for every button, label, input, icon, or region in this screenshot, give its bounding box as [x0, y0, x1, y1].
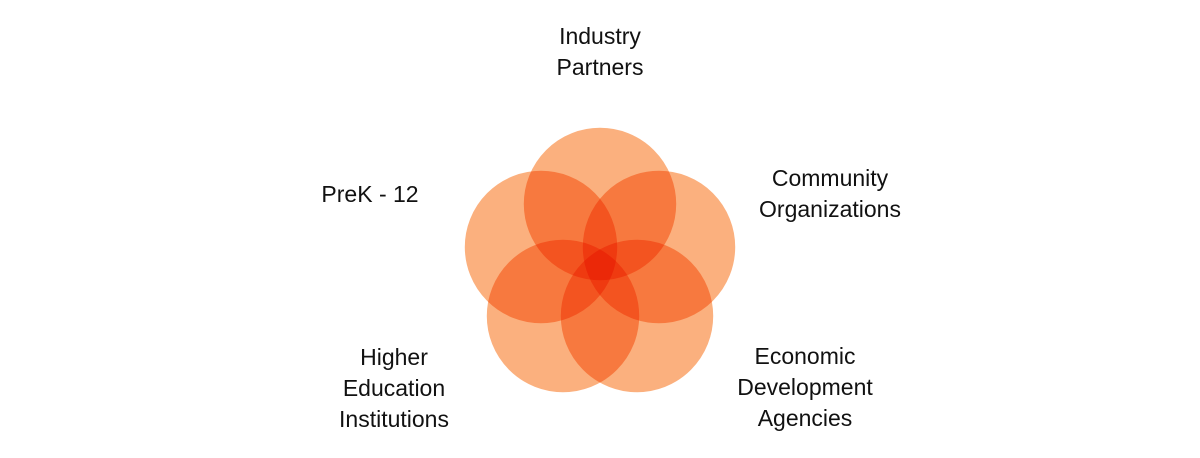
label-community-organizations: Community Organizations — [720, 163, 940, 225]
label-line: Industry — [559, 23, 641, 49]
label-line: Agencies — [757, 405, 853, 431]
label-economic-development: Economic Development Agencies — [695, 341, 915, 434]
label-prek-12: PreK - 12 — [290, 179, 450, 210]
label-line: Economic — [754, 343, 856, 369]
label-line: Development — [737, 374, 873, 400]
label-industry-partners: Industry Partners — [500, 21, 700, 83]
label-line: Institutions — [339, 406, 449, 432]
label-higher-education: Higher Education Institutions — [294, 342, 494, 435]
label-line: Higher — [360, 344, 428, 370]
label-line: Community — [771, 165, 889, 191]
label-line: Partners — [556, 54, 644, 80]
label-line: Organizations — [759, 196, 901, 222]
label-line: PreK - 12 — [321, 181, 419, 207]
venn-circles — [463, 126, 737, 394]
circle-prek-12 — [463, 169, 619, 325]
label-line: Education — [342, 375, 446, 401]
